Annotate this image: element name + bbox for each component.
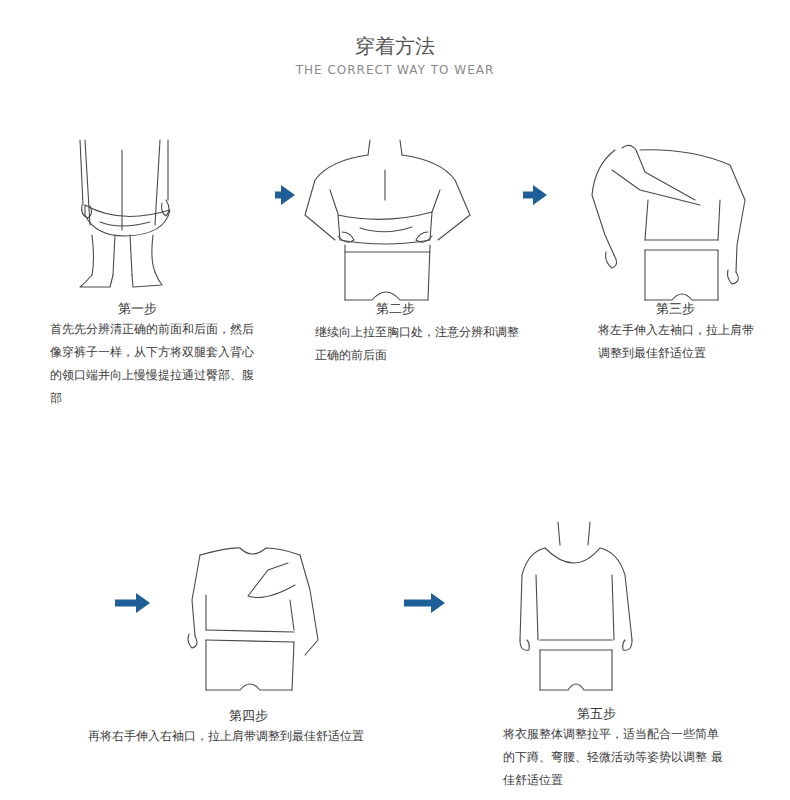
figure-stroke: [292, 642, 294, 690]
figure-stroke: [600, 548, 632, 640]
figure-stroke: [536, 575, 538, 640]
step-one-figure: [80, 140, 170, 287]
figure-stroke: [330, 190, 338, 214]
step-heading: 第二步: [355, 300, 435, 318]
flow-arrow: [275, 192, 281, 199]
figure-stroke: [82, 205, 92, 218]
flow-arrow: [523, 192, 533, 199]
figure-stroke: [85, 205, 170, 236]
figure-stroke: [344, 245, 345, 300]
figure-stroke: [558, 522, 560, 545]
step-description: 将衣服整体调整拉平，适当配合一些简单 的下蹲、弯腰、轻微活动等姿势以调整 最佳舒…: [503, 723, 725, 792]
figure-stroke: [416, 232, 432, 242]
figure-stroke: [612, 170, 700, 205]
figure-stroke: [718, 200, 720, 240]
figure-stroke: [645, 200, 648, 240]
figure-stroke: [644, 250, 645, 300]
figure-stroke: [290, 600, 294, 630]
figure-stroke: [540, 684, 612, 690]
figure-stroke: [428, 245, 430, 300]
step-heading: 第三步: [635, 300, 715, 318]
figure-stroke: [113, 235, 115, 275]
figure-stroke: [645, 239, 718, 240]
figure-stroke: [305, 155, 368, 240]
figure-stroke: [206, 630, 294, 632]
figure-stroke: [130, 235, 132, 275]
figure-stroke: [132, 272, 162, 287]
step-panel: 第二步继续向上拉至胸口处，注意分辨和调整 正确的前后面: [296, 130, 522, 368]
figure-stroke: [432, 190, 440, 212]
figure-stroke: [606, 252, 617, 268]
step-three-figure: [592, 145, 745, 300]
figure-stroke: [345, 251, 430, 252]
step-heading: 第五步: [556, 705, 636, 723]
figure-stroke: [188, 634, 197, 648]
figure-stroke: [206, 640, 294, 642]
figure-stroke: [545, 548, 600, 563]
figure-stroke: [338, 212, 432, 244]
figure-stroke: [717, 250, 718, 300]
step-description: 继续向上拉至胸口处，注意分辨和调整 正确的前后面: [315, 321, 525, 367]
figure-stroke: [92, 235, 94, 275]
figure-stroke: [206, 684, 292, 690]
figure-stroke: [400, 140, 402, 155]
figure-stroke: [338, 232, 354, 242]
figure-stroke: [612, 575, 614, 640]
figure-stroke: [640, 150, 745, 272]
figure-stroke: [248, 563, 295, 598]
figure-stroke: [152, 235, 155, 272]
figure-stroke: [520, 640, 529, 650]
step-four-figure: [188, 548, 318, 690]
subtitle-label: THE CORRECT WAY TO WEAR: [0, 63, 790, 77]
figure-stroke: [623, 640, 632, 650]
figure-stroke: [80, 140, 83, 205]
figure-stroke: [121, 150, 122, 230]
figure-stroke: [520, 548, 545, 640]
figure-stroke: [100, 222, 150, 226]
figure-stroke: [300, 555, 318, 655]
figure-stroke: [540, 649, 612, 650]
figure-stroke: [205, 595, 206, 630]
figure-stroke: [622, 145, 695, 200]
figure-stroke: [155, 140, 160, 225]
figure-stroke: [162, 200, 170, 216]
figure-stroke: [539, 650, 540, 690]
figure-stroke: [115, 600, 136, 607]
flow-arrow: [404, 600, 431, 607]
figure-stroke: [645, 294, 718, 300]
figure-stroke: [540, 639, 612, 640]
figure-stroke: [592, 150, 615, 255]
figure-stroke: [136, 593, 150, 613]
figure-stroke: [205, 640, 206, 690]
step-heading: 第一步: [97, 300, 177, 318]
figure-stroke: [167, 140, 168, 200]
step-panel: 第一步首先先分辨清正确的前面和后面，然后 像穿裤子一样，从下方将双腿套入背心 的…: [48, 130, 274, 411]
flow-arrow: [115, 593, 150, 613]
figure-stroke: [728, 270, 739, 284]
figure-stroke: [360, 227, 412, 232]
step-description: 将左手伸入左袖口，拉上肩带 调整到最佳舒适位置: [598, 319, 763, 365]
figure-stroke: [645, 249, 718, 250]
figure-stroke: [192, 555, 200, 636]
figure-stroke: [85, 140, 90, 225]
figure-stroke: [80, 275, 113, 287]
step-two-figure: [305, 140, 470, 300]
figure-stroke: [384, 170, 385, 200]
step-panel: 第五步将衣服整体调整拉平，适当配合一些简单 的下蹲、弯腰、轻微活动等姿势以调整 …: [446, 505, 736, 793]
step-five-figure: [520, 522, 632, 690]
diagram-title: 穿着方法: [0, 33, 790, 59]
figure-stroke: [345, 292, 428, 300]
step-description: 再将右手伸入右袖口，拉上肩带调整到最佳舒适位置: [88, 725, 373, 748]
step-description: 首先先分辨清正确的前面和后面，然后 像穿裤子一样，从下方将双腿套入背心 的领口端…: [50, 318, 262, 410]
figure-stroke: [368, 140, 370, 155]
step-panel: 第三步将左手伸入左袖口，拉上肩带 调整到最佳舒适位置: [548, 130, 760, 366]
figure-stroke: [588, 522, 590, 545]
step-heading: 第四步: [208, 707, 288, 725]
figure-stroke: [200, 548, 300, 555]
step-panel: 第四步再将右手伸入右袖口，拉上肩带调整到最佳舒适位置: [85, 520, 403, 749]
figure-stroke: [611, 650, 612, 690]
